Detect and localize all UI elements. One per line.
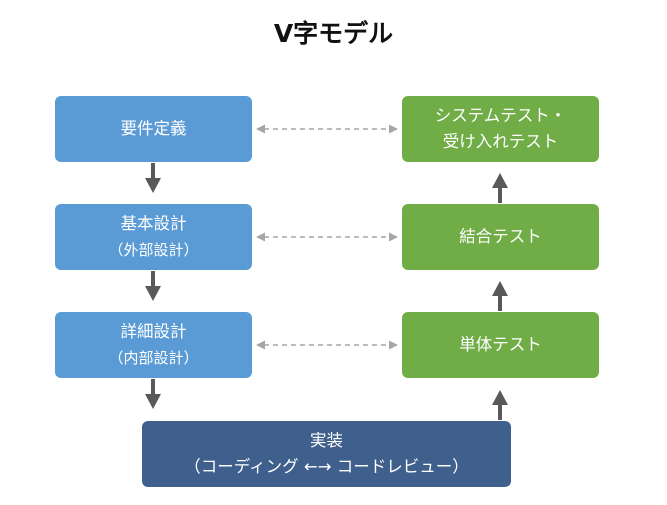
- flow-arrow-down: [145, 163, 161, 193]
- phase-requirements-definition: 要件定義: [55, 96, 252, 162]
- phase-sublabel: （外部設計）: [108, 241, 199, 259]
- phase-detailed-design: 詳細設計 （内部設計）: [55, 312, 252, 378]
- phase-implementation: 実装 （コーディング ←→ コードレビュー）: [142, 421, 511, 487]
- phase-label: 基本設計: [120, 214, 187, 233]
- phase-label: 詳細設計: [120, 322, 187, 341]
- verification-connector: [256, 232, 398, 242]
- phase-integration-test: 結合テスト: [402, 204, 599, 270]
- phase-unit-test: 単体テスト: [402, 312, 599, 378]
- verification-connector: [256, 340, 398, 350]
- diagram-title: V字モデル: [273, 19, 394, 48]
- flow-arrow-up: [492, 390, 508, 420]
- phase-label-line1: システムテスト・: [434, 106, 567, 125]
- phase-label: 実装: [310, 431, 343, 450]
- phase-label-line1: 単体テスト: [459, 335, 542, 354]
- phase-label-line2: 受け入れテスト: [442, 132, 559, 151]
- phase-sublabel: （コーディング ←→ コードレビュー）: [184, 457, 469, 476]
- phase-label: 要件定義: [120, 119, 187, 138]
- flow-arrow-up: [492, 281, 508, 311]
- verification-connector: [256, 124, 398, 134]
- flow-arrow-up: [492, 173, 508, 203]
- phase-basic-design: 基本設計 （外部設計）: [55, 204, 252, 270]
- phase-sublabel: （内部設計）: [108, 349, 199, 367]
- phase-system-acceptance-test: システムテスト・ 受け入れテスト: [402, 96, 599, 162]
- phase-label-line1: 結合テスト: [459, 227, 542, 246]
- flow-arrow-down: [145, 379, 161, 409]
- flow-arrow-down: [145, 271, 161, 301]
